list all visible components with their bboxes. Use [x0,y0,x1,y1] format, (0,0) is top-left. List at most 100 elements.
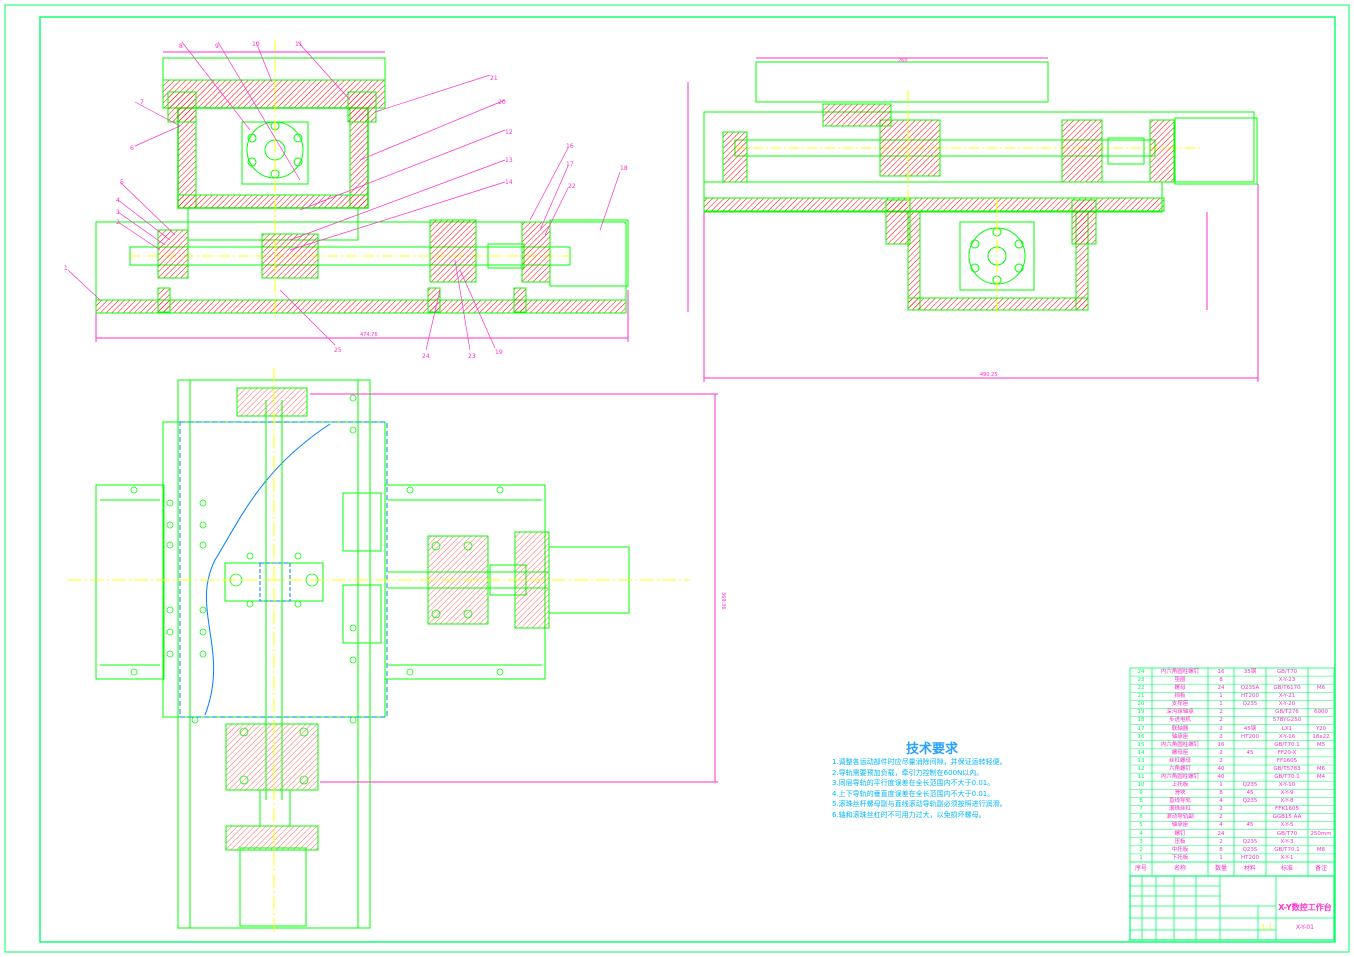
balloon-10: 10 [252,41,260,48]
bom-cell: GB/T5783 [1273,765,1301,772]
side-motor-mount [1149,119,1175,183]
bom-header-cell: 名称 [1173,865,1186,872]
left-slider [167,91,197,123]
bom-cell: 4 [1219,822,1223,829]
bom-cell: GB/T70.1 [1274,774,1300,781]
bom-header-cell: 材料 [1243,865,1256,872]
bom-cell: 2 [1219,749,1223,756]
tech-line: 4.上下导轨的垂直度误差在全长范围内不大于0.01。 [832,789,995,798]
bom-cell: 9 [1139,790,1143,797]
bom-cell: 滑块 [1174,790,1186,797]
bom-cell [1308,813,1334,821]
bom-cell: M5 [1316,741,1326,748]
bom-cell: FF1605 [1276,757,1298,764]
side-motor [1174,117,1258,185]
top-cutaway [179,421,388,718]
top-view [68,368,718,935]
side-length-dim: 490.25 [980,372,998,378]
bom-frame [1129,667,1335,941]
bom-cell: 45 [1246,822,1254,829]
bom-cell: 挡板 [1174,693,1186,700]
bom-cell: 支撑座 [1171,701,1189,708]
bom-cell: 8 [1219,846,1223,853]
bom-cell: GB/T6170 [1273,685,1301,692]
side-bearing-left [722,131,748,183]
bom-cell: 内六角圆柱螺钉 [1160,669,1200,675]
balloon-21: 21 [490,75,498,82]
bom-cell [1234,741,1266,749]
bom-cell: 滚珠丝杠 [1168,806,1191,813]
hole [299,727,309,737]
bom-cell: 中托板 [1171,846,1189,853]
balloon-11: 11 [295,41,303,48]
bom-header-cell: 序号 [1134,865,1147,872]
bom-cell [1308,749,1334,757]
top-slider-nut [259,562,291,602]
hole [199,499,207,507]
bom-cell: 1 [1219,854,1223,861]
balloon-4: 4 [116,197,120,204]
hole [166,606,174,614]
hole [463,541,473,551]
bom-cell: X-Y-3 [1280,838,1294,845]
leader [117,211,166,246]
bom-cell: 4 [1139,830,1143,837]
bom-cell: GB/T70.1 [1274,741,1300,748]
bom-cell: M4 [1316,774,1326,781]
hole [496,668,504,676]
hole [191,716,199,724]
bom-cell: GB/T70 [1276,669,1298,675]
balloon-17: 17 [566,161,574,168]
bom-row: 9 滑块 8 45 X-Y-9 [1130,789,1334,797]
bom-cell: 22 [1137,685,1145,692]
bom-cell: 6 [1139,814,1143,821]
bom-cell: 18x22 [1312,733,1330,740]
bom-cell [1308,854,1334,862]
bom-cell: Q235 [1242,838,1258,845]
bom-cell: X-Y-9 [1280,790,1294,797]
bom-cell: 8 [1219,790,1223,797]
hole [305,573,319,587]
leader [67,269,101,301]
side-top-plate [755,61,1049,103]
upper-carriage-base [177,194,369,209]
left-bearing-block [157,229,189,279]
bom-cell: 螺母座 [1171,749,1189,756]
bom-cell [1308,668,1334,676]
right-bearing-block [429,219,477,283]
hole [199,628,207,636]
bom-cell: 7 [1139,806,1143,813]
drawing-scale: 1:1 [1261,923,1273,931]
bom-cell: 8 [1219,677,1223,684]
top-coupling [259,789,291,827]
side-top-dim: 260 [898,58,908,64]
foot-bolt [157,287,171,313]
bom-cell: 45 [1246,790,1254,797]
tech-line: 1.调整各运动部件时应尽量消除间隙，并保证运转轻便。 [832,758,1007,766]
bom-cell: 13 [1137,757,1145,764]
break-line [204,423,331,716]
bom-cell: 1 [1139,854,1143,861]
bom-cell: 3 [1139,838,1143,845]
bom-cell: X-Y-10 [1278,782,1296,789]
balloon-18: 18 [620,165,628,172]
bom-cell: FF20-X [1277,749,1297,756]
drawing-code: X-Y-01 [1295,924,1315,931]
hole [199,606,207,614]
bolt-hole [970,239,980,249]
bom-cell: 2 [1219,806,1223,813]
bom-cell: HT200 [1241,854,1259,861]
bom-cell: 1 [1219,701,1223,708]
hole [349,426,357,434]
bom-cell: 18 [1137,717,1145,724]
bom-cell: GB/T276 [1275,709,1299,716]
hole [431,609,441,619]
motor-mount-front [521,221,551,283]
front-balloon-labels: 8 9 10 11 21 20 12 13 14 7 6 5 4 3 2 1 1… [64,41,628,360]
